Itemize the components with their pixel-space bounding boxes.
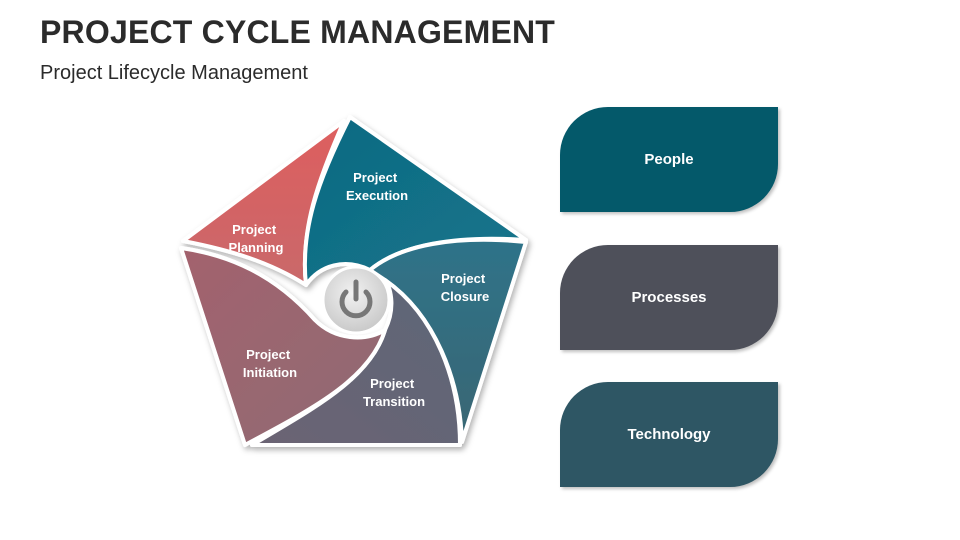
processes-label: Processes [631, 289, 707, 306]
label-execution: Project Execution [346, 170, 408, 203]
center-power-button[interactable] [321, 265, 391, 335]
people-box[interactable]: People [560, 107, 778, 212]
technology-label: Technology [627, 426, 711, 443]
power-icon [339, 279, 373, 319]
processes-box[interactable]: Processes [560, 245, 778, 350]
page-title: PROJECT CYCLE MANAGEMENT [40, 14, 556, 50]
technology-box[interactable]: Technology [560, 382, 778, 487]
people-label: People [644, 151, 694, 168]
page-subtitle: Project Lifecycle Management [40, 62, 308, 84]
label-closure: Project Closure [441, 271, 489, 304]
label-transition: Project Transition [363, 376, 425, 409]
label-planning: Project Planning [229, 222, 284, 255]
segment-initiation[interactable] [179, 246, 387, 447]
label-initiation: Project Initiation [243, 347, 297, 380]
